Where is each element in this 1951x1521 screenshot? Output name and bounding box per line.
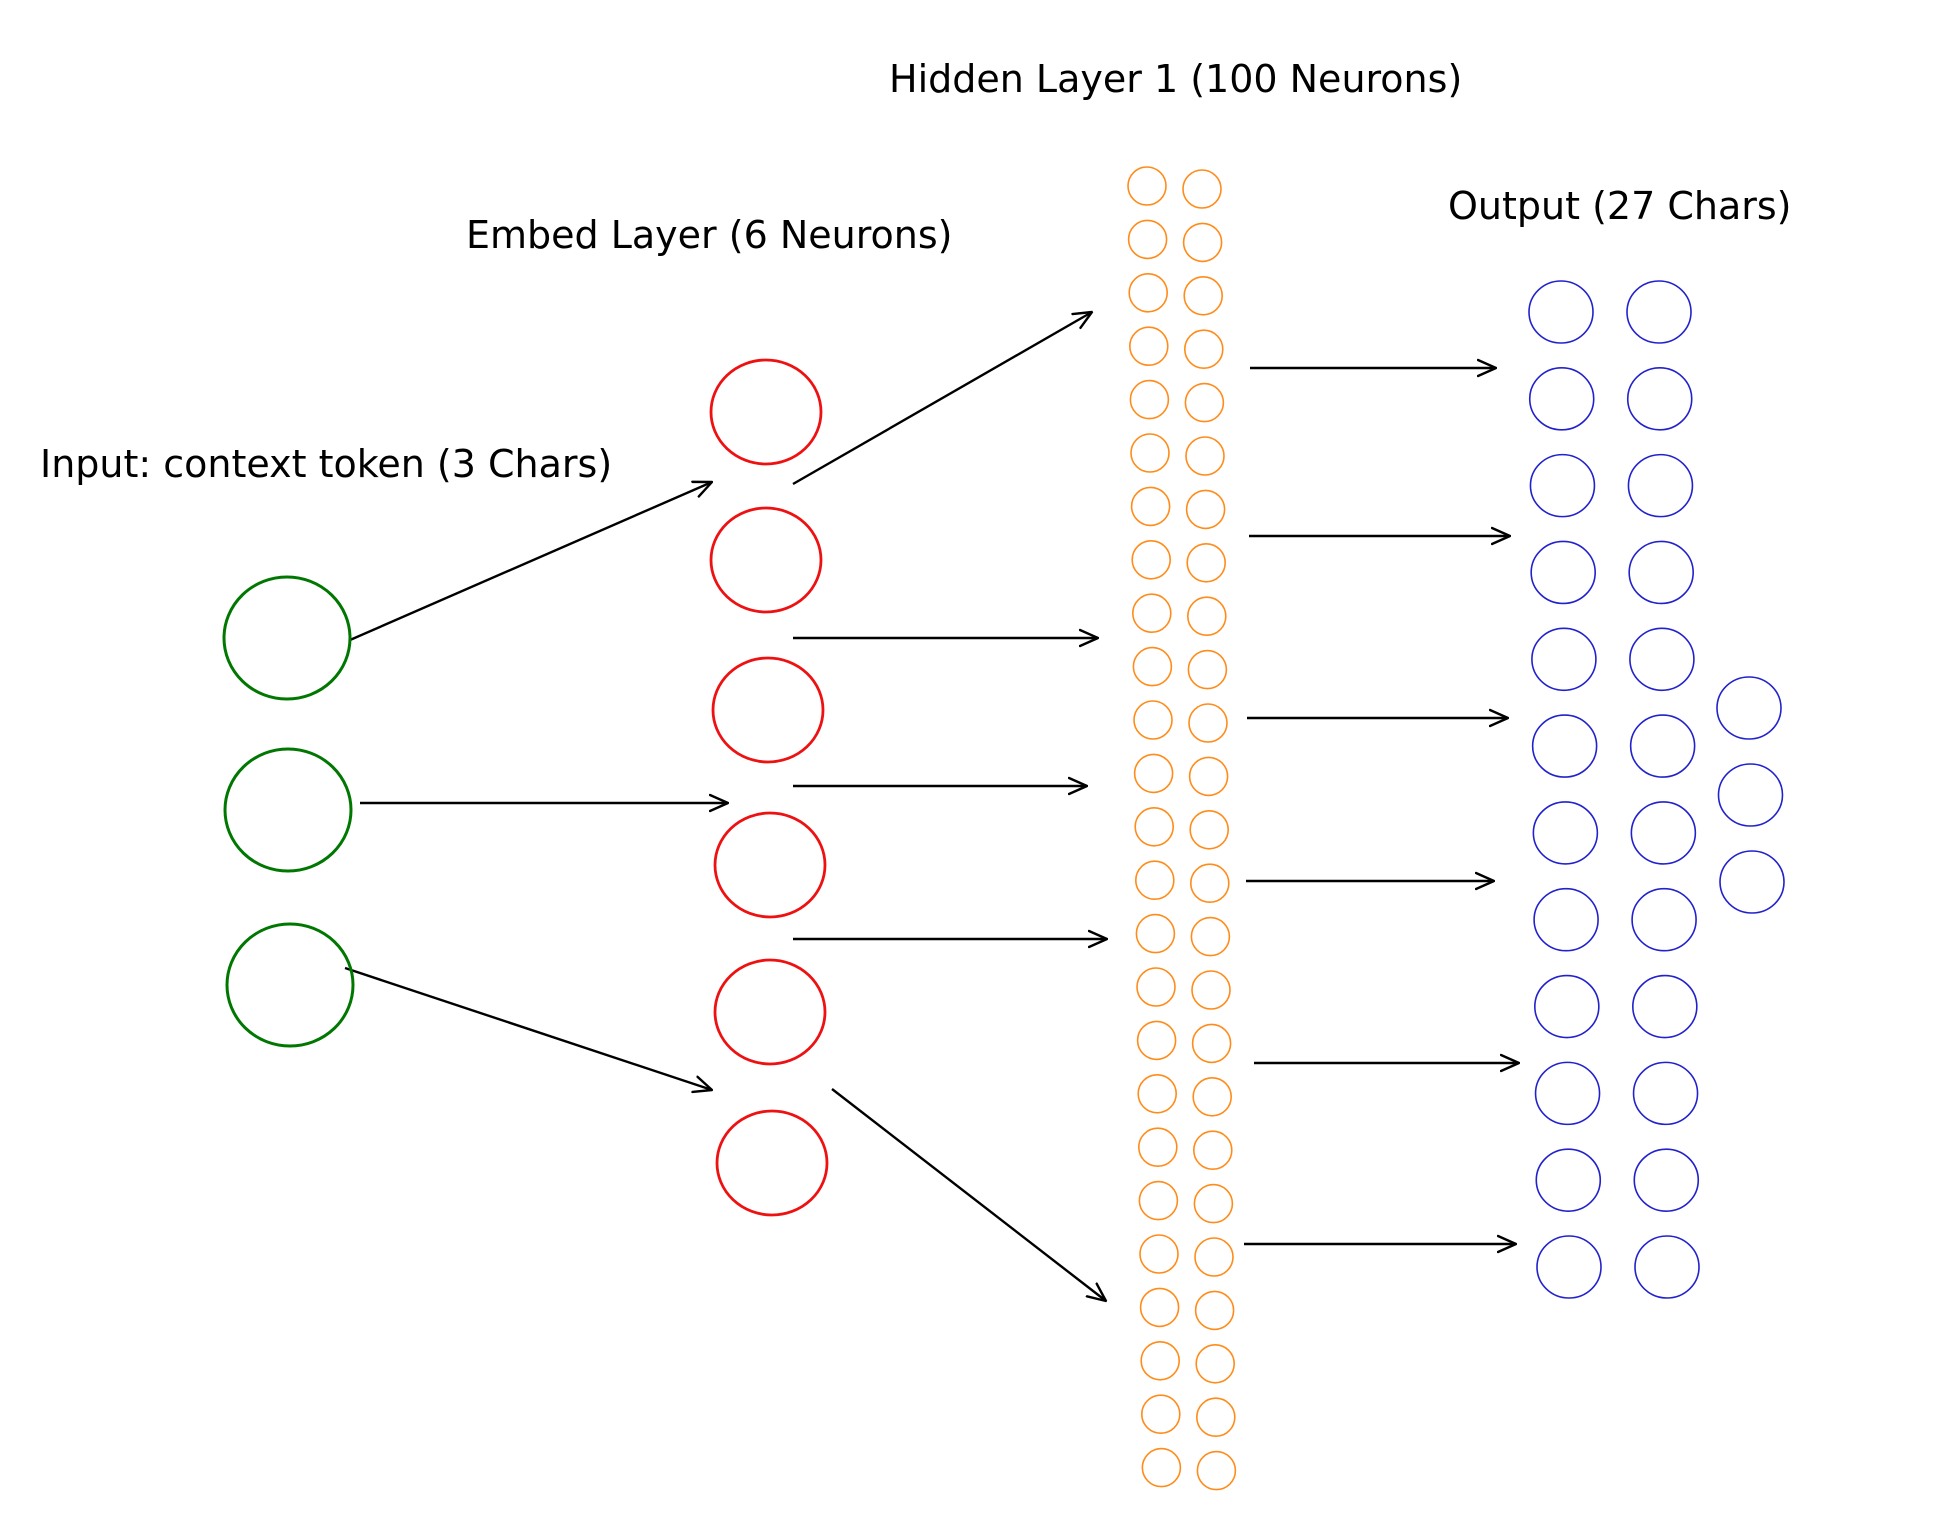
hidden-neuron-25 bbox=[1141, 1447, 1182, 1488]
hidden-neuron-14 bbox=[1135, 860, 1175, 901]
hidden-neuron-12 bbox=[1133, 753, 1174, 794]
hidden-neuron-29 bbox=[1184, 329, 1224, 370]
hidden-neuron-7 bbox=[1130, 486, 1171, 527]
hidden-neuron-10 bbox=[1132, 646, 1173, 687]
output-neuron-8 bbox=[1533, 887, 1599, 952]
output-neuron-4 bbox=[1530, 540, 1596, 605]
hidden-neuron-46 bbox=[1194, 1237, 1234, 1277]
hidden-neuron-31 bbox=[1185, 436, 1225, 476]
hidden-neuron-28 bbox=[1183, 275, 1223, 316]
neurons bbox=[222, 166, 1785, 1491]
output-neuron-7 bbox=[1532, 801, 1599, 865]
output-neuron-20 bbox=[1631, 887, 1697, 952]
hidden-neuron-49 bbox=[1196, 1397, 1236, 1437]
output-neuron-14 bbox=[1626, 367, 1693, 431]
hidden-neuron-36 bbox=[1188, 703, 1228, 743]
hidden-neuron-18 bbox=[1137, 1074, 1177, 1114]
hidden-neuron-1 bbox=[1127, 166, 1167, 206]
output-neuron-1 bbox=[1528, 280, 1594, 344]
hidden-neuron-42 bbox=[1191, 1023, 1232, 1064]
hidden-neuron-20 bbox=[1138, 1180, 1179, 1221]
hidden-neuron-4 bbox=[1129, 326, 1169, 367]
hidden-neuron-43 bbox=[1192, 1077, 1232, 1117]
embed-neuron-6 bbox=[715, 1109, 829, 1217]
input-to-embed-arrow-3 bbox=[344, 966, 712, 1090]
hidden-neuron-5 bbox=[1129, 379, 1170, 420]
hidden-neuron-37 bbox=[1188, 756, 1229, 797]
hidden-neuron-26 bbox=[1182, 169, 1222, 209]
output-neuron-15 bbox=[1627, 453, 1694, 518]
output-neuron-9 bbox=[1534, 974, 1600, 1039]
hidden-neuron-22 bbox=[1139, 1287, 1180, 1328]
hidden-neuron-17 bbox=[1136, 1020, 1177, 1061]
output-neuron-22 bbox=[1632, 1061, 1699, 1126]
embed-to-hidden-arrow-1 bbox=[792, 312, 1092, 486]
output-neuron-3 bbox=[1529, 453, 1596, 518]
hidden-neuron-27 bbox=[1182, 222, 1223, 263]
hidden-neuron-3 bbox=[1128, 272, 1168, 313]
hidden-neuron-35 bbox=[1187, 649, 1228, 690]
output-neuron-13 bbox=[1626, 280, 1692, 344]
hidden-layer-title: Hidden Layer 1 (100 Neurons) bbox=[889, 57, 1462, 101]
input-neuron-3 bbox=[225, 922, 355, 1048]
hidden-neuron-16 bbox=[1136, 967, 1176, 1007]
hidden-neuron-48 bbox=[1195, 1344, 1235, 1384]
embed-neuron-5 bbox=[713, 958, 827, 1066]
hidden-neuron-6 bbox=[1130, 433, 1170, 473]
hidden-neuron-45 bbox=[1193, 1183, 1234, 1224]
output-neuron-10 bbox=[1534, 1061, 1601, 1126]
hidden-neuron-30 bbox=[1184, 382, 1225, 423]
hidden-neuron-50 bbox=[1196, 1450, 1237, 1491]
embed-layer-title: Embed Layer (6 Neurons) bbox=[466, 213, 952, 257]
output-neuron-27 bbox=[1719, 850, 1785, 914]
output-neuron-16 bbox=[1628, 540, 1694, 605]
embed-to-hidden-arrow-5 bbox=[831, 1088, 1106, 1301]
embed-neuron-4 bbox=[713, 811, 827, 919]
hidden-neuron-33 bbox=[1186, 542, 1226, 583]
output-neuron-25 bbox=[1716, 676, 1782, 740]
output-neuron-17 bbox=[1629, 627, 1695, 692]
output-neuron-24 bbox=[1634, 1235, 1700, 1299]
hidden-neuron-8 bbox=[1131, 539, 1171, 580]
hidden-neuron-32 bbox=[1185, 489, 1226, 530]
input-layer-title: Input: context token (3 Chars) bbox=[40, 442, 612, 486]
hidden-neuron-2 bbox=[1127, 219, 1168, 260]
output-neuron-18 bbox=[1629, 714, 1696, 778]
output-layer-title: Output (27 Chars) bbox=[1448, 184, 1791, 228]
embed-neuron-3 bbox=[711, 656, 825, 764]
input-neuron-1 bbox=[222, 575, 352, 701]
output-neuron-12 bbox=[1536, 1235, 1602, 1299]
hidden-neuron-24 bbox=[1141, 1394, 1181, 1434]
output-neuron-6 bbox=[1531, 714, 1598, 778]
hidden-neuron-40 bbox=[1190, 916, 1231, 957]
output-neuron-19 bbox=[1630, 801, 1697, 865]
output-neuron-2 bbox=[1528, 367, 1595, 431]
output-neuron-23 bbox=[1633, 1148, 1700, 1212]
hidden-neuron-11 bbox=[1133, 700, 1173, 740]
input-to-embed-arrow-1 bbox=[349, 482, 712, 642]
embed-neuron-2 bbox=[709, 506, 823, 614]
hidden-neuron-41 bbox=[1191, 970, 1231, 1010]
hidden-neuron-21 bbox=[1139, 1234, 1179, 1274]
hidden-neuron-39 bbox=[1190, 863, 1230, 904]
output-neuron-5 bbox=[1531, 627, 1597, 692]
hidden-neuron-15 bbox=[1135, 913, 1176, 954]
hidden-neuron-9 bbox=[1132, 593, 1172, 634]
hidden-neuron-13 bbox=[1134, 806, 1174, 847]
output-neuron-26 bbox=[1717, 763, 1784, 827]
hidden-neuron-34 bbox=[1187, 596, 1227, 637]
hidden-neuron-38 bbox=[1189, 809, 1229, 850]
hidden-neuron-23 bbox=[1140, 1341, 1180, 1381]
input-neuron-2 bbox=[223, 747, 353, 873]
hidden-neuron-47 bbox=[1194, 1290, 1235, 1331]
embed-neuron-1 bbox=[709, 358, 823, 466]
connection-arrows bbox=[344, 312, 1519, 1301]
output-neuron-11 bbox=[1535, 1148, 1602, 1212]
output-neuron-21 bbox=[1632, 974, 1698, 1039]
hidden-neuron-44 bbox=[1193, 1130, 1233, 1170]
hidden-neuron-19 bbox=[1138, 1127, 1178, 1167]
